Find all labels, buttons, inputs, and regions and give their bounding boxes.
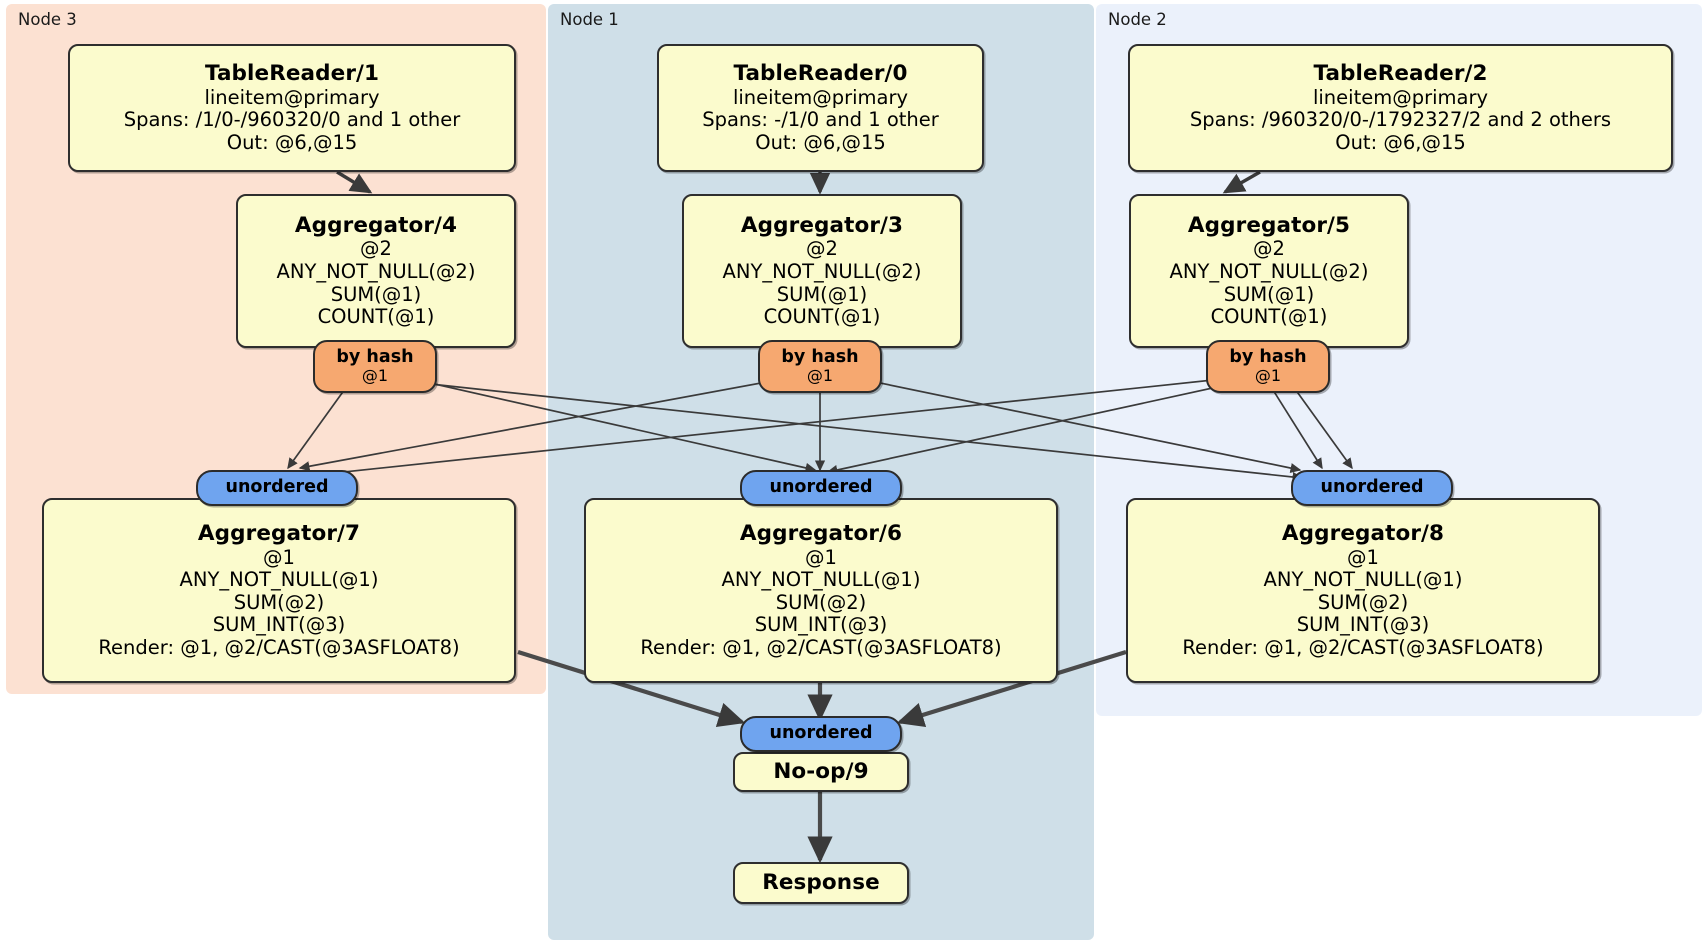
- node-panel-label: Node 3: [18, 10, 77, 29]
- box-line: Render: @1, @2/CAST(@3ASFLOAT8): [98, 636, 460, 660]
- box-line: @1: [805, 545, 837, 569]
- pill-title: by hash: [336, 346, 414, 367]
- input-sync-unordered-8[interactable]: unordered: [1291, 470, 1453, 506]
- node-aggregator-8[interactable]: Aggregator/8 @1 ANY_NOT_NULL(@1) SUM(@2)…: [1126, 498, 1600, 683]
- node-aggregator-6[interactable]: Aggregator/6 @1 ANY_NOT_NULL(@1) SUM(@2)…: [584, 498, 1058, 683]
- box-line: SUM(@1): [330, 282, 422, 306]
- pill-subtitle: @1: [806, 366, 834, 386]
- pill-title: unordered: [225, 477, 329, 498]
- box-line: SUM(@2): [233, 590, 325, 614]
- box-line: SUM_INT(@3): [212, 613, 346, 637]
- box-title: TableReader/2: [1313, 61, 1488, 87]
- box-line: @1: [263, 545, 295, 569]
- box-line: SUM(@2): [775, 590, 867, 614]
- node-table-reader-1[interactable]: TableReader/1 lineitem@primary Spans: /1…: [68, 44, 516, 172]
- box-line: COUNT(@1): [1210, 305, 1328, 329]
- box-title: TableReader/0: [733, 61, 908, 87]
- box-title: Aggregator/5: [1187, 213, 1351, 239]
- box-line: SUM(@1): [1223, 282, 1315, 306]
- box-line: Out: @6,@15: [755, 130, 886, 154]
- box-line: SUM_INT(@3): [1296, 613, 1430, 637]
- box-line: ANY_NOT_NULL(@2): [276, 260, 476, 284]
- box-line: Render: @1, @2/CAST(@3ASFLOAT8): [640, 636, 1002, 660]
- box-title: No-op/9: [773, 759, 869, 785]
- box-line: ANY_NOT_NULL(@2): [722, 260, 922, 284]
- input-sync-unordered-7[interactable]: unordered: [196, 470, 358, 506]
- box-line: @2: [806, 237, 838, 261]
- box-line: Spans: /1/0-/960320/0 and 1 other: [123, 108, 461, 132]
- node-aggregator-3[interactable]: Aggregator/3 @2 ANY_NOT_NULL(@2) SUM(@1)…: [682, 194, 962, 348]
- box-line: SUM(@1): [776, 282, 868, 306]
- pill-title: unordered: [769, 477, 873, 498]
- pill-subtitle: @1: [361, 366, 389, 386]
- box-line: SUM(@2): [1317, 590, 1409, 614]
- box-title: Aggregator/3: [740, 213, 904, 239]
- box-line: Spans: -/1/0 and 1 other: [702, 108, 939, 132]
- pill-title: unordered: [769, 723, 873, 744]
- node-panel-label: Node 1: [560, 10, 619, 29]
- node-aggregator-7[interactable]: Aggregator/7 @1 ANY_NOT_NULL(@1) SUM(@2)…: [42, 498, 516, 683]
- box-title: Response: [762, 870, 880, 896]
- node-aggregator-4[interactable]: Aggregator/4 @2 ANY_NOT_NULL(@2) SUM(@1)…: [236, 194, 516, 348]
- pill-subtitle: @1: [1254, 366, 1282, 386]
- node-table-reader-2[interactable]: TableReader/2 lineitem@primary Spans: /9…: [1128, 44, 1673, 172]
- output-router-by-hash-5[interactable]: by hash @1: [1206, 340, 1330, 393]
- pill-title: unordered: [1320, 477, 1424, 498]
- node-panel-label: Node 2: [1108, 10, 1167, 29]
- node-aggregator-5[interactable]: Aggregator/5 @2 ANY_NOT_NULL(@2) SUM(@1)…: [1129, 194, 1409, 348]
- box-title: Aggregator/7: [197, 521, 361, 547]
- box-line: ANY_NOT_NULL(@1): [721, 568, 921, 592]
- box-line: Out: @6,@15: [1335, 130, 1466, 154]
- box-line: @1: [1347, 545, 1379, 569]
- box-line: COUNT(@1): [763, 305, 881, 329]
- output-router-by-hash-3[interactable]: by hash @1: [758, 340, 882, 393]
- box-line: Out: @6,@15: [226, 130, 358, 154]
- box-line: lineitem@primary: [732, 85, 909, 109]
- node-no-op-9[interactable]: No-op/9: [733, 752, 909, 792]
- box-line: Spans: /960320/0-/1792327/2 and 2 others: [1189, 108, 1612, 132]
- box-line: SUM_INT(@3): [754, 613, 888, 637]
- output-router-by-hash-4[interactable]: by hash @1: [313, 340, 437, 393]
- pill-title: by hash: [1229, 346, 1307, 367]
- box-line: COUNT(@1): [317, 305, 435, 329]
- box-line: lineitem@primary: [204, 85, 380, 109]
- box-line: @2: [1253, 237, 1285, 261]
- box-title: Aggregator/8: [1281, 521, 1445, 547]
- node-response[interactable]: Response: [733, 862, 909, 904]
- box-title: Aggregator/4: [294, 213, 458, 239]
- box-title: Aggregator/6: [739, 521, 903, 547]
- box-title: TableReader/1: [204, 61, 380, 87]
- box-line: ANY_NOT_NULL(@2): [1169, 260, 1369, 284]
- input-sync-unordered-6[interactable]: unordered: [740, 470, 902, 506]
- box-line: lineitem@primary: [1312, 85, 1489, 109]
- input-sync-unordered-final[interactable]: unordered: [740, 716, 902, 752]
- node-table-reader-0[interactable]: TableReader/0 lineitem@primary Spans: -/…: [657, 44, 984, 172]
- pill-title: by hash: [781, 346, 859, 367]
- box-line: Render: @1, @2/CAST(@3ASFLOAT8): [1182, 636, 1544, 660]
- box-line: ANY_NOT_NULL(@1): [179, 568, 379, 592]
- box-line: ANY_NOT_NULL(@1): [1263, 568, 1463, 592]
- box-line: @2: [360, 237, 392, 261]
